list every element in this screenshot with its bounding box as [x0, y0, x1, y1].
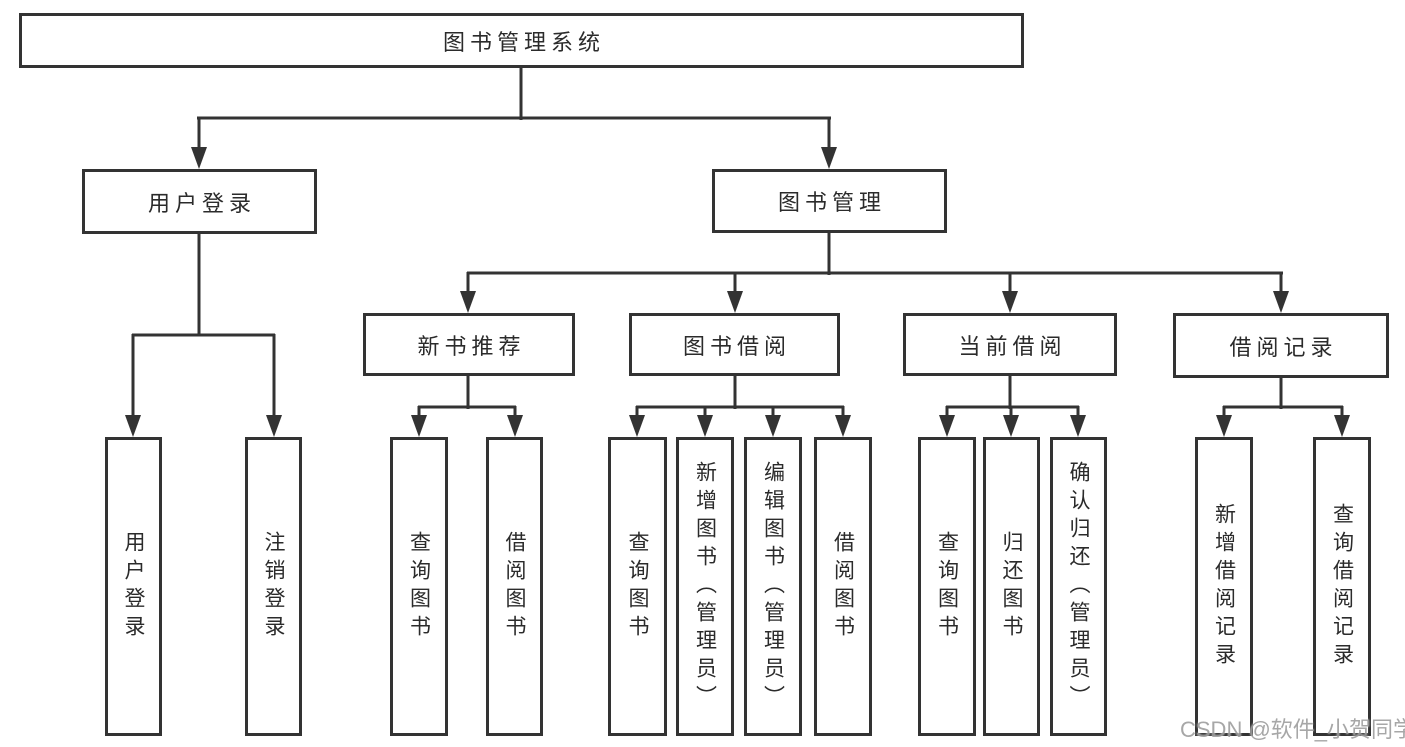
node-book-management-label: 图书管理 [777, 190, 886, 215]
leaf-borrow-books-borrowing: 借阅图书 [814, 437, 872, 736]
arrow-down-icon [507, 415, 523, 437]
node-book-borrowing-label: 图书借阅 [682, 333, 791, 359]
leaf-edit-book-admin-label: 编辑图书（管理员） [761, 460, 785, 713]
node-borrow-records-label: 借阅记录 [1229, 334, 1338, 360]
arrow-down-icon [1273, 291, 1289, 313]
node-new-book-recommend-label: 新书推荐 [417, 333, 526, 359]
node-user-login-label: 用户登录 [147, 190, 256, 216]
node-current-borrowing: 当前借阅 [903, 313, 1117, 376]
node-borrow-records: 借阅记录 [1173, 313, 1389, 378]
leaf-query-books-borrowing-label: 查询图书 [626, 530, 649, 643]
node-book-management: 图书管理 [712, 169, 947, 233]
node-user-login: 用户登录 [82, 169, 317, 234]
leaf-borrow-books-recommend-label: 借阅图书 [503, 530, 526, 643]
leaf-logout: 注销登录 [245, 437, 302, 736]
node-new-book-recommend: 新书推荐 [363, 313, 575, 376]
arrow-down-icon [835, 415, 851, 437]
leaf-borrow-books-borrowing-label: 借阅图书 [831, 530, 855, 643]
arrow-down-icon [697, 415, 713, 437]
leaf-query-books-current: 查询图书 [918, 437, 976, 736]
arrow-down-icon [1002, 291, 1018, 313]
leaf-query-books-recommend-label: 查询图书 [407, 530, 431, 643]
arrow-down-icon [765, 415, 781, 437]
leaf-query-books-current-label: 查询图书 [935, 530, 959, 643]
arrow-down-icon [821, 147, 837, 169]
arrow-down-icon [1003, 415, 1019, 437]
leaf-logout-label: 注销登录 [262, 530, 285, 643]
node-current-borrowing-label: 当前借阅 [958, 333, 1067, 359]
leaf-edit-book-admin: 编辑图书（管理员） [744, 437, 802, 736]
arrow-down-icon [1334, 415, 1350, 437]
leaf-query-borrow-record-label: 查询借阅记录 [1330, 502, 1354, 671]
leaf-confirm-return-admin: 确认归还（管理员） [1050, 437, 1107, 736]
leaf-user-login: 用户登录 [105, 437, 162, 736]
node-book-borrowing: 图书借阅 [629, 313, 840, 376]
arrow-down-icon [1070, 415, 1086, 437]
leaf-add-borrow-record-label: 新增借阅记录 [1212, 502, 1236, 671]
leaf-query-books-borrowing: 查询图书 [608, 437, 667, 736]
arrow-down-icon [266, 415, 282, 437]
arrow-down-icon [1216, 415, 1232, 437]
watermark: CSDN @软件_小贺同学 [1180, 717, 1405, 742]
leaf-return-book-label: 归还图书 [1000, 530, 1023, 643]
node-library-system: 图书管理系统 [19, 13, 1024, 68]
leaf-user-login-label: 用户登录 [122, 530, 145, 643]
arrow-down-icon [939, 415, 955, 437]
arrow-down-icon [125, 415, 141, 437]
arrow-down-icon [191, 147, 207, 169]
leaf-return-book: 归还图书 [983, 437, 1040, 736]
node-library-system-label: 图书管理系统 [442, 29, 605, 55]
leaf-add-book-admin: 新增图书（管理员） [676, 437, 734, 736]
leaf-query-books-recommend: 查询图书 [390, 437, 448, 736]
leaf-confirm-return-admin-label: 确认归还（管理员） [1067, 460, 1090, 713]
tree-edges [131, 68, 1344, 420]
arrow-down-icon [727, 291, 743, 313]
leaf-borrow-books-recommend: 借阅图书 [486, 437, 543, 736]
arrow-down-icon [460, 291, 476, 313]
leaf-add-borrow-record: 新增借阅记录 [1195, 437, 1253, 736]
leaf-add-book-admin-label: 新增图书（管理员） [693, 460, 717, 713]
arrow-down-icon [629, 415, 645, 437]
leaf-query-borrow-record: 查询借阅记录 [1313, 437, 1371, 736]
arrow-down-icon [411, 415, 427, 437]
